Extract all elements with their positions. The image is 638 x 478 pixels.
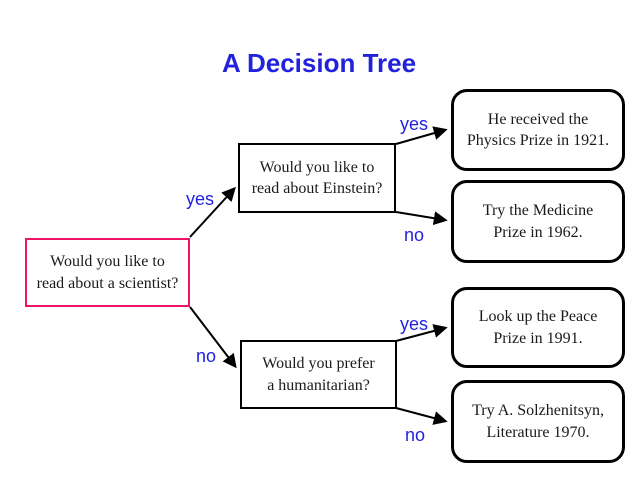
edge-einstein-yes [395,126,448,145]
node-einstein-question: Would you like to read about Einstein? [238,143,396,213]
node-text-line: Prize in 1991. [493,329,583,347]
node-text-line: read about a scientist? [36,274,179,292]
node-text-line: read about Einstein? [251,180,383,197]
node-text-line: Try the Medicine [482,202,594,220]
leaf-literature-prize: Try A. Solzhenitsyn, Literature 1970. [451,380,625,463]
node-text-line: Physics Prize in 1921. [466,132,610,149]
node-humanitarian-question: Would you prefer a humanitarian? [240,340,397,409]
edge-label-einstein-yes: yes [400,114,429,134]
leaf-medicine-prize: Try the Medicine Prize in 1962. [451,180,625,263]
edge-root-no [189,306,237,369]
edge-label-humanitarian-yes: yes [400,314,429,334]
node-text-line: Prize in 1962. [493,223,583,241]
edge-label-root-no: no [196,346,217,366]
node-text-line: a humanitarian? [267,376,370,394]
page-title: A Decision Tree [221,48,417,78]
node-root-question: Would you like to read about a scientist… [25,238,190,307]
node-text-line: Would you prefer [262,355,375,373]
node-text-line: He received the [487,110,589,128]
leaf-peace-prize: Look up the Peace Prize in 1991. [451,287,625,368]
leaf-physics-prize: He received the Physics Prize in 1921. [451,89,625,171]
edge-einstein-no [395,211,448,226]
edge-label-root-yes: yes [186,189,215,209]
node-text-line: Look up the Peace [478,308,598,326]
edge-label-humanitarian-no: no [405,425,426,445]
node-text-line: Would you like to [259,158,375,176]
edge-root-yes [189,186,236,238]
node-text-line: Try A. Solzhenitsyn, [472,402,604,420]
edge-humanitarian-no [395,407,448,425]
edge-humanitarian-yes [395,324,448,342]
node-text-line: Would you like to [50,253,165,271]
node-text-line: Literature 1970. [486,423,590,441]
edge-label-einstein-no: no [404,225,425,245]
